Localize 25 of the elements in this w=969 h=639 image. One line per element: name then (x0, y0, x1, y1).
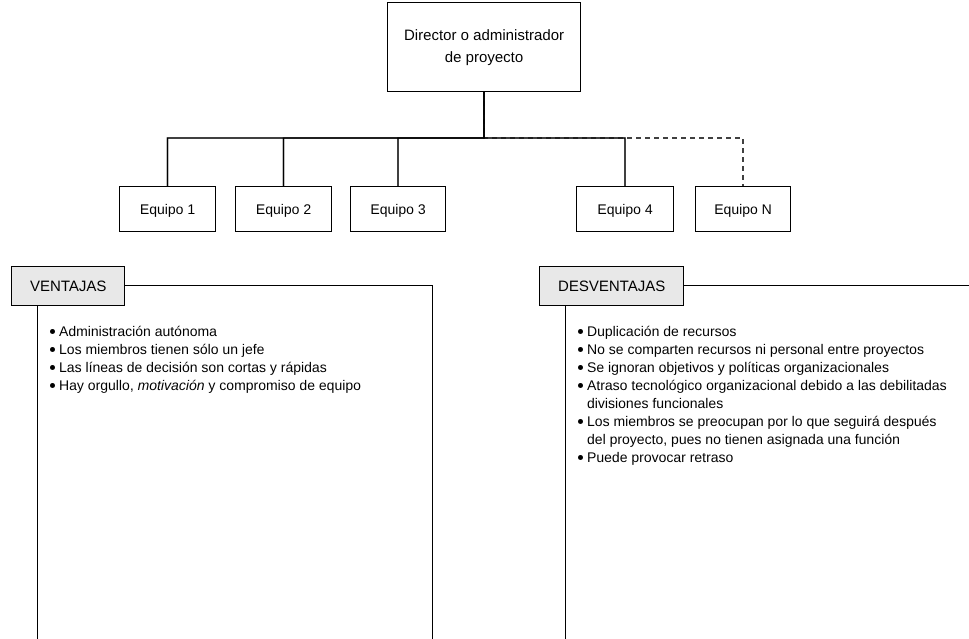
connector-line (483, 92, 626, 186)
bullet-item: Los miembros se preocupan por lo que seguirá después del proyecto, pues no tienen asignada una función (578, 412, 948, 448)
org-box (576, 186, 674, 232)
bullet-item: No se comparten recursos ni personal entre proyectos (578, 340, 948, 358)
box-label: Equipo 2 (256, 200, 312, 219)
bullet-item: Las líneas de decisión son cortas y rápidas (50, 358, 400, 376)
org-box (350, 186, 446, 232)
panel-heading-tab: VENTAJAS (11, 266, 126, 306)
box-label: Equipo N (714, 200, 772, 219)
box-label: Equipo 1 (140, 200, 196, 219)
bullet-item: Administración autónoma (50, 322, 400, 340)
bullet-item: Atraso tecnológico organizacional debido a las debilitadas divisiones funcionales (578, 376, 948, 412)
org-box (695, 186, 791, 232)
bullet-item: Puede provocar retraso (578, 448, 948, 466)
org-box (387, 2, 581, 92)
box-label: Equipo 4 (597, 200, 653, 219)
bullet-item: Hay orgullo, motivación y compromiso de equipo (50, 376, 400, 394)
box-label: Director o administrador de proyecto (402, 26, 566, 68)
panel-heading-tab: DESVENTAJAS (539, 266, 684, 306)
org-box (119, 186, 216, 232)
box-label: Equipo 3 (370, 200, 426, 219)
org-box (235, 186, 332, 232)
bullet-item: Duplicación de recursos (578, 322, 948, 340)
bullet-item: Los miembros tienen sólo un jefe (50, 340, 400, 358)
bullet-item: Se ignoran objetivos y políticas organizacionales (578, 358, 948, 376)
